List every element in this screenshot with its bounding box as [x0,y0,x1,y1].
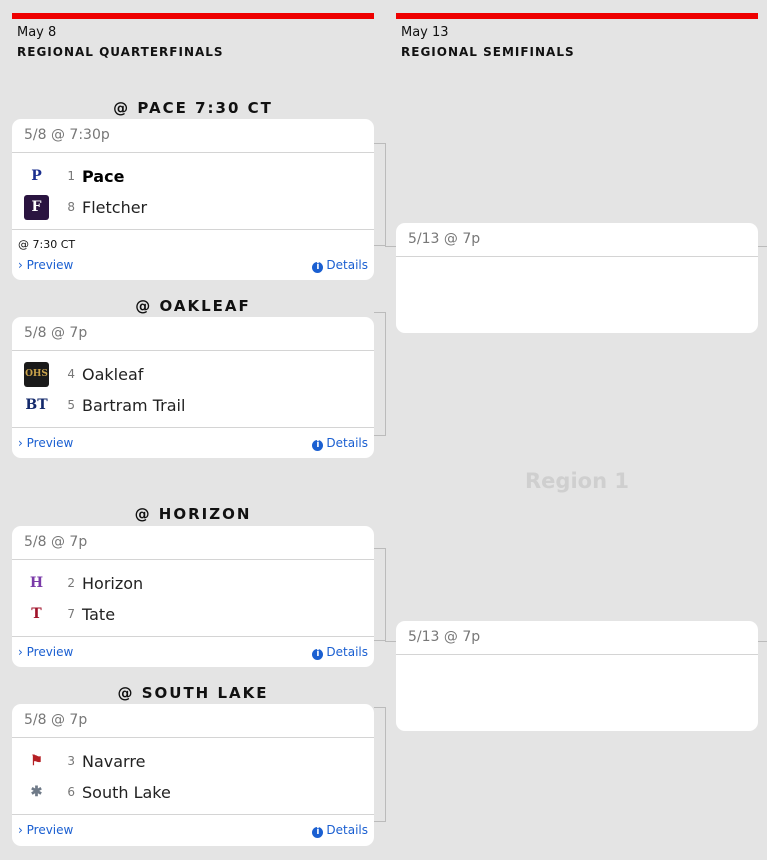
bracket-connector [374,707,386,822]
game-datetime: 5/8 @ 7p [12,704,374,738]
team-name: Oakleaf [82,364,144,384]
bracket-connector [374,312,386,436]
team-seed: 7 [67,607,75,621]
info-icon: i [312,440,324,451]
bracket-connector [385,246,396,247]
team-name: Horizon [82,573,144,593]
team-logo-icon: P [24,163,49,189]
info-icon: i [312,649,324,660]
team-row[interactable]: ✱ 6 South Lake [24,779,171,805]
preview-label: Preview [26,823,74,837]
column-accent-bar [396,13,758,19]
game-location-heading: @ SOUTH LAKE [117,684,269,702]
game-datetime: 5/8 @ 7:30p [12,119,374,153]
chevron-right-icon: › [18,258,27,272]
team-row[interactable]: H 2 Horizon [24,570,143,596]
team-row[interactable]: P 1 Pace [24,163,124,189]
preview-link[interactable]: › Preview [18,436,73,450]
team-logo-icon: ✱ [24,779,49,805]
team-logo-icon: BT [24,392,49,418]
bracket-connector [374,548,386,641]
bracket-connector [374,143,386,246]
game-datetime: 5/13 @ 7p [396,223,758,257]
details-label: Details [326,436,368,450]
game-time-note: @ 7:30 CT [18,238,76,251]
team-row[interactable]: ⚑ 3 Navarre [24,748,145,774]
team-seed: 1 [67,169,75,183]
bracket-connector [758,246,767,247]
semifinal-card[interactable]: 5/13 @ 7p [396,621,758,731]
team-logo-icon: T [24,601,49,627]
info-icon: i [312,827,324,838]
game-location-heading: @ OAKLEAF [135,297,251,315]
team-name: Fletcher [82,197,148,217]
team-seed: 2 [67,576,75,590]
team-seed: 6 [67,785,75,799]
team-logo-icon: H [24,570,49,596]
semifinal-card[interactable]: 5/13 @ 7p [396,223,758,333]
team-name: Bartram Trail [82,395,186,415]
preview-link[interactable]: › Preview [18,258,73,272]
details-label: Details [326,823,368,837]
game-datetime: 5/13 @ 7p [396,621,758,655]
preview-link[interactable]: › Preview [18,823,73,837]
team-row[interactable]: OHS 4 Oakleaf [24,361,143,387]
team-logo-icon: OHS [24,361,49,387]
team-name: Tate [82,604,116,624]
preview-link[interactable]: › Preview [18,645,73,659]
bracket-connector [385,641,396,642]
details-label: Details [326,645,368,659]
team-logo-icon: F [24,194,49,220]
round-title: REGIONAL QUARTERFINALS [17,45,224,59]
team-name: South Lake [82,782,171,802]
column-accent-bar [12,13,374,19]
chevron-right-icon: › [18,823,27,837]
round-title: REGIONAL SEMIFINALS [401,45,575,59]
game-datetime: 5/8 @ 7p [12,317,374,351]
region-label: Region 1 [525,469,629,493]
team-logo-icon: ⚑ [24,748,49,774]
game-datetime: 5/8 @ 7p [12,526,374,560]
game-location-heading: @ PACE 7:30 CT [113,99,273,117]
team-name: Navarre [82,751,146,771]
team-seed: 3 [67,754,75,768]
round-date: May 8 [17,25,57,40]
team-name: Pace [82,166,125,186]
preview-label: Preview [26,258,74,272]
round-date: May 13 [401,25,449,40]
team-seed: 4 [67,367,75,381]
team-seed: 8 [67,200,75,214]
chevron-right-icon: › [18,645,27,659]
chevron-right-icon: › [18,436,27,450]
preview-label: Preview [26,645,74,659]
team-row[interactable]: BT 5 Bartram Trail [24,392,185,418]
game-location-heading: @ HORIZON [134,505,252,523]
info-icon: i [312,262,324,273]
details-label: Details [326,258,368,272]
bracket-connector [758,641,767,642]
team-row[interactable]: F 8 Fletcher [24,194,147,220]
team-seed: 5 [67,398,75,412]
preview-label: Preview [26,436,74,450]
team-row[interactable]: T 7 Tate [24,601,115,627]
